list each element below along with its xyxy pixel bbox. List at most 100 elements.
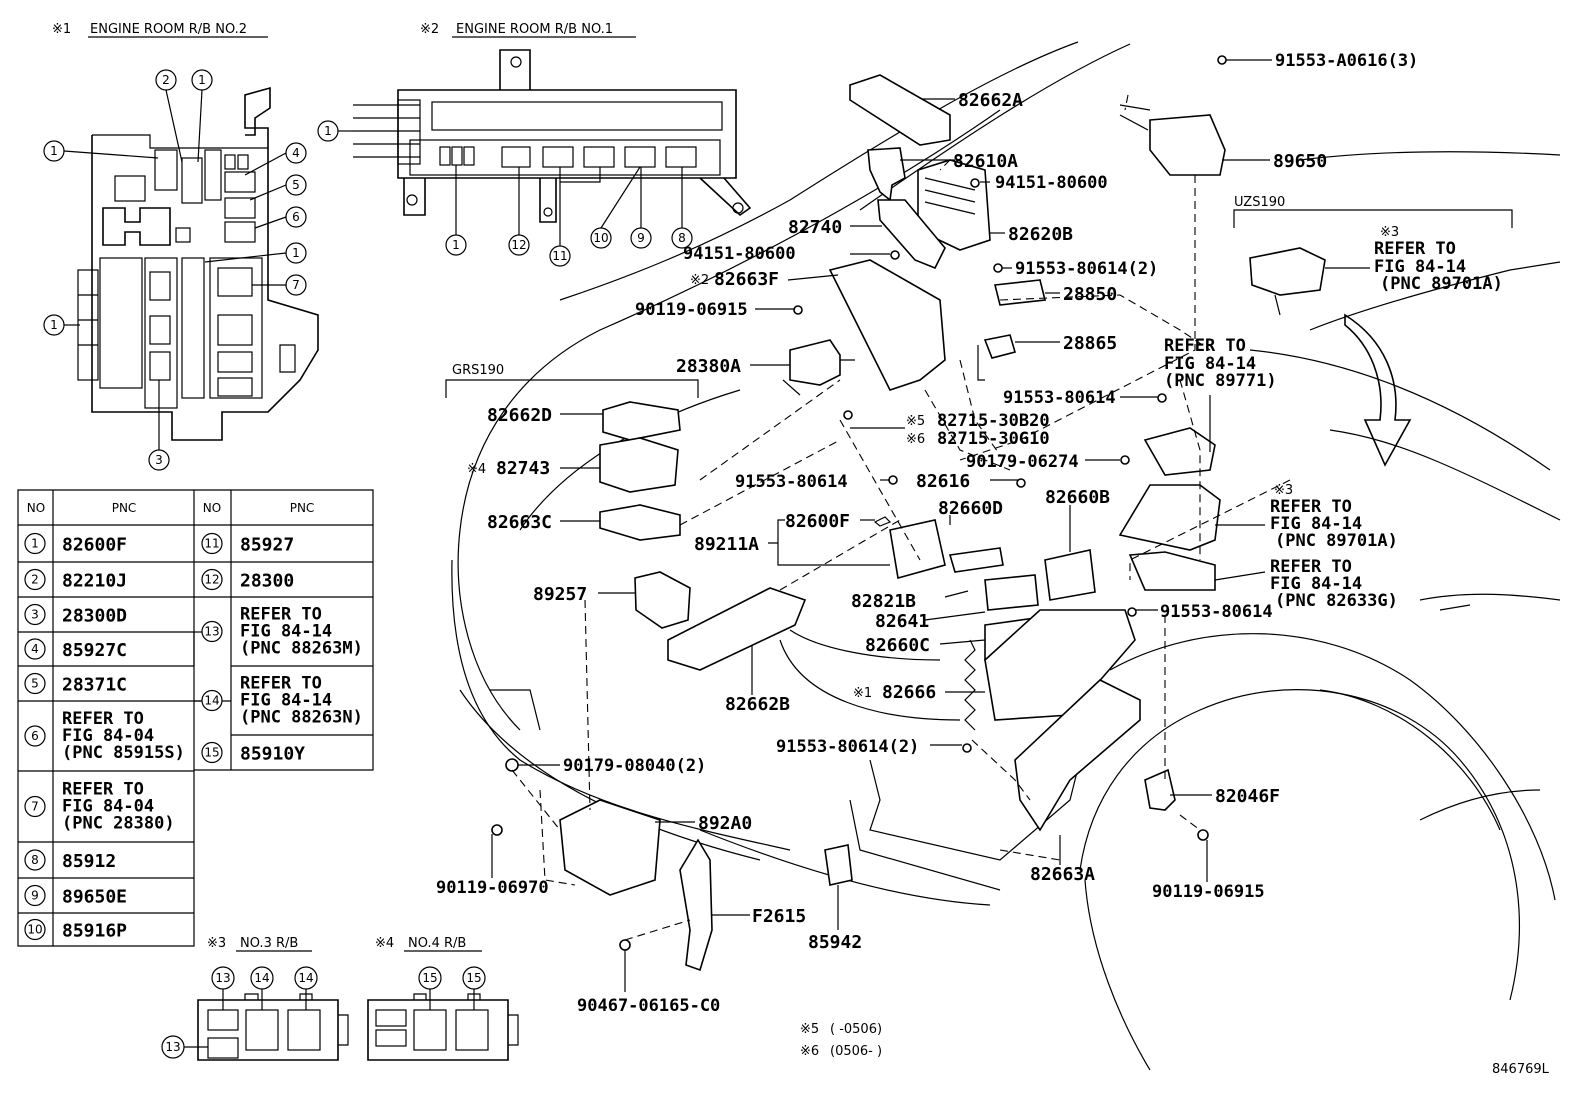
rb2-mark: ※1 [52, 22, 71, 37]
label-82660B: 82660B [1045, 487, 1110, 508]
rb2-callout: 7 [285, 274, 307, 296]
label-82662B: 82662B [725, 694, 790, 715]
rb3-callout: 13 [211, 966, 235, 990]
table-row: 1 82600F [24, 532, 127, 556]
mark-82715-30G10: ※6 [906, 432, 925, 447]
svg-text:14: 14 [298, 971, 313, 985]
main-parts [491, 55, 1326, 972]
row-number: 15 [204, 746, 219, 760]
table-header-pnc: PNC [112, 501, 137, 515]
rb1-callout: 1 [317, 120, 339, 142]
label-82046F: 82046F [1215, 786, 1280, 807]
row-number-circle [24, 795, 46, 818]
row-number-circle [201, 532, 223, 555]
row-pnc: 85927 [240, 535, 294, 556]
row-number: 6 [31, 729, 39, 743]
refer-line: (PNC 89701A) [1380, 274, 1503, 294]
label-89257: 89257 [533, 584, 587, 605]
rb4-callout: 15 [418, 966, 442, 990]
row-pnc-line: FIG 84-04 [62, 797, 154, 817]
label-82660C: 82660C [865, 635, 930, 656]
footnote-mark-6: ※6 [800, 1044, 819, 1059]
svg-text:9: 9 [637, 231, 645, 245]
label-90119-06915-low: 90119-06915 [1152, 882, 1265, 902]
svg-text:13: 13 [165, 1040, 180, 1054]
table-row: 10 85916P [24, 918, 127, 942]
refer-mark: ※3 [1380, 225, 1399, 240]
row-number: 8 [31, 853, 39, 867]
refer-line: REFER TO [1270, 497, 1352, 517]
row-pnc: 28300D [62, 606, 127, 627]
label-82663F: 82663F [714, 269, 779, 290]
row-pnc: 82600F [62, 535, 127, 556]
row-number: 1 [31, 537, 39, 551]
refer-line: REFER TO [1270, 557, 1352, 577]
row-number-circle [24, 568, 46, 591]
inset-rb4: ※4 NO.4 R/B 15 15 [367, 936, 519, 1061]
refer-block-uzs: ※3 REFER TO FIG 84-14 (PNC 89701A) [1325, 225, 1503, 294]
row-number-circle [24, 638, 46, 660]
row-pnc: 85912 [62, 851, 116, 872]
svg-text:15: 15 [422, 971, 437, 985]
svg-text:11: 11 [552, 249, 567, 263]
footnote-mark-5: ※5 [800, 1022, 819, 1037]
label-28850: 28850 [1063, 284, 1117, 305]
svg-text:1: 1 [292, 246, 300, 260]
refer-line: FIG 84-14 [1270, 514, 1362, 534]
label-89650: 89650 [1273, 151, 1327, 172]
table-header-pnc: PNC [290, 501, 315, 515]
rb4-title: NO.4 R/B [408, 936, 466, 951]
svg-text:8: 8 [678, 231, 686, 245]
label-82666: 82666 [882, 682, 936, 703]
label-90119-06970: 90119-06970 [436, 878, 549, 898]
inset-rb3: ※3 NO.3 R/B 13 14 14 13 [161, 936, 349, 1061]
row-number: 9 [31, 889, 39, 903]
refer-block-82633G: REFER TO FIG 84-14 (PNC 82633G) [1214, 557, 1398, 611]
refer-line: REFER TO [1164, 336, 1246, 356]
row-number-circle [24, 603, 46, 626]
label-90179-06274: 90179-06274 [966, 452, 1079, 472]
label-90179-08040: 90179-08040(2) [563, 756, 706, 776]
label-90119-06915-top: 90119-06915 [635, 300, 748, 320]
row-pnc: 85916P [62, 921, 127, 942]
vehicle-outline [451, 41, 1561, 1071]
refer-block-89771: REFER TO FIG 84-14 (PNC 89771) [1164, 336, 1277, 452]
rb1-callout: 10 [590, 227, 612, 249]
rb2-callout: 2 [155, 69, 177, 91]
label-grs190: GRS190 [452, 363, 504, 378]
table-row: 8 85912 [24, 849, 116, 872]
row-number-circle [24, 918, 46, 941]
row-number-circle [201, 568, 223, 591]
label-82616: 82616 [916, 471, 970, 492]
label-82620B: 82620B [1008, 224, 1073, 245]
refer-line: FIG 84-14 [1270, 574, 1362, 594]
row-number-circle [201, 689, 223, 712]
rb3-title: NO.3 R/B [240, 936, 298, 951]
svg-text:14: 14 [254, 971, 269, 985]
row-number: 2 [31, 573, 39, 587]
label-82715-30G10: 82715-30G10 [937, 429, 1050, 449]
row-number: 10 [27, 923, 42, 937]
row-number-circle [24, 849, 46, 871]
row-pnc: 28300 [240, 571, 294, 592]
label-82600F: 82600F [785, 511, 850, 532]
svg-text:2: 2 [162, 73, 170, 87]
inset-rb1: ※2 ENGINE ROOM R/B NO.1 1 1 12 11 [317, 22, 752, 267]
label-82610A: 82610A [953, 151, 1018, 172]
label-82660D: 82660D [938, 498, 1003, 519]
row-pnc-line: REFER TO [240, 605, 322, 625]
label-82663A: 82663A [1030, 864, 1095, 885]
row-number: 4 [31, 642, 39, 656]
mark-82743: ※4 [467, 462, 486, 477]
row-pnc-line: (PNC 88263M) [240, 639, 363, 659]
label-94151-80600-top: 94151-80600 [995, 173, 1108, 193]
footnote-text-6: (0506- ) [830, 1044, 882, 1059]
row-pnc-line: (PNC 28380) [62, 814, 175, 834]
